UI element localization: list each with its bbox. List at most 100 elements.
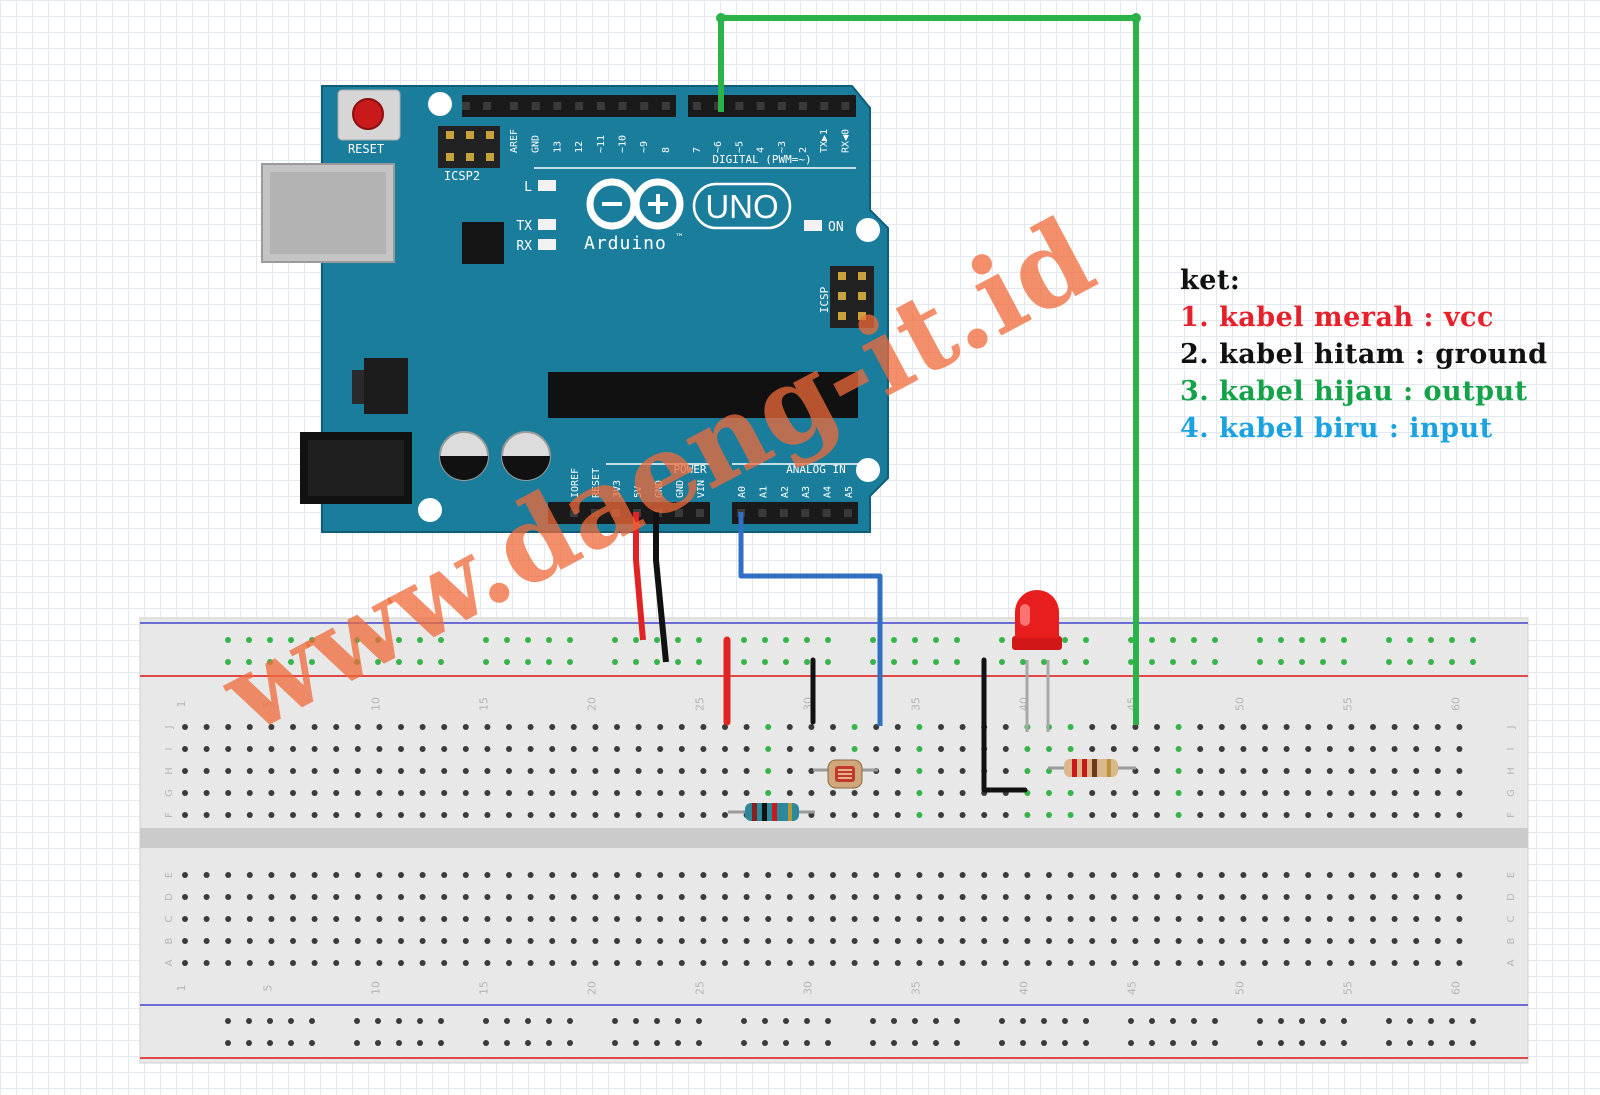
breadboard-hole <box>808 768 815 774</box>
breadboard-hole <box>1326 790 1333 796</box>
breadboard-hole <box>1434 916 1441 922</box>
column-number: 50 <box>1233 981 1246 995</box>
breadboard-hole <box>1089 724 1096 730</box>
breadboard-hole <box>1024 768 1031 774</box>
rail-hole <box>1407 637 1413 643</box>
rail-hole <box>933 637 939 643</box>
breadboard-hole <box>484 724 491 730</box>
rail-hole <box>267 1018 273 1024</box>
breadboard-hole <box>419 790 426 796</box>
power-label: POWER <box>673 463 706 476</box>
breadboard-hole <box>1175 960 1182 966</box>
rail-hole <box>825 659 831 665</box>
breadboard-hole <box>1089 812 1096 818</box>
breadboard-hole <box>938 790 944 796</box>
breadboard-hole <box>916 916 923 922</box>
breadboard-hole <box>549 790 556 796</box>
pin-label: A3 <box>801 486 812 498</box>
column-number: 40 <box>1017 981 1030 995</box>
breadboard-hole <box>419 938 426 944</box>
breadboard-hole <box>290 746 296 752</box>
breadboard-hole <box>1154 790 1160 796</box>
breadboard-hole <box>786 894 793 900</box>
breadboard-hole <box>376 812 383 818</box>
breadboard-hole <box>1370 894 1376 900</box>
rail-hole <box>417 1040 423 1046</box>
rail-hole <box>1212 637 1218 643</box>
breadboard-hole <box>549 872 556 878</box>
breadboard-hole <box>484 894 491 900</box>
breadboard-hole <box>398 790 404 796</box>
breadboard-hole <box>376 746 383 752</box>
led-ground-wire <box>981 657 1028 793</box>
breadboard-hole <box>938 746 944 752</box>
breadboard-hole <box>182 894 188 900</box>
breadboard-hole <box>1024 960 1031 966</box>
breadboard-hole <box>225 960 232 966</box>
breadboard-hole <box>570 960 577 966</box>
breadboard-hole <box>203 812 210 818</box>
breadboard-hole <box>1154 768 1160 774</box>
breadboard-hole <box>354 724 361 730</box>
breadboard-hole <box>592 790 599 796</box>
column-number: 35 <box>909 697 922 711</box>
breadboard-hole <box>981 960 988 966</box>
breadboard-hole <box>1024 938 1031 944</box>
rail-hole <box>1320 1018 1326 1024</box>
uno-badge <box>692 182 792 230</box>
breadboard-hole <box>1240 812 1247 818</box>
pin-label: A4 <box>823 486 834 498</box>
breadboard-hole <box>1326 960 1333 966</box>
breadboard-hole <box>700 916 707 922</box>
breadboard-hole <box>462 872 469 878</box>
rail-hole <box>1149 1018 1155 1024</box>
breadboard-hole <box>225 872 232 878</box>
breadboard-hole <box>570 938 577 944</box>
breadboard-hole <box>1456 916 1463 922</box>
rail-hole <box>483 1040 489 1046</box>
breadboard-hole <box>333 872 340 878</box>
row-letter: H <box>1506 767 1517 775</box>
breadboard-hole <box>635 746 642 752</box>
breadboard-hole <box>1456 724 1463 730</box>
rail-hole <box>525 659 531 665</box>
breadboard-hole <box>1434 812 1441 818</box>
rail-hole <box>246 659 252 665</box>
breadboard-hole <box>1326 916 1333 922</box>
breadboard-hole <box>1283 960 1290 966</box>
breadboard-hole <box>570 916 577 922</box>
breadboard-hole <box>506 768 512 774</box>
breadboard-hole <box>786 916 793 922</box>
reset-button[interactable] <box>352 98 384 130</box>
breadboard-hole <box>419 916 426 922</box>
rail-hole <box>1128 1018 1134 1024</box>
red-led <box>1012 590 1062 732</box>
breadboard-hole <box>851 894 858 900</box>
header-socket <box>693 102 701 110</box>
breadboard-hole <box>1413 724 1420 730</box>
rail-hole <box>1299 1040 1305 1046</box>
column-number: 55 <box>1341 697 1354 711</box>
breadboard-hole <box>246 746 253 752</box>
breadboard-hole <box>1218 768 1225 774</box>
breadboard-hole <box>1434 872 1441 878</box>
breadboard-hole <box>894 812 901 818</box>
breadboard-hole <box>894 872 901 878</box>
led-on-label: ON <box>828 220 844 235</box>
rail-hole <box>762 1040 768 1046</box>
breadboard-hole <box>635 938 642 944</box>
breadboard-hole <box>1197 938 1204 944</box>
breadboard-hole <box>614 768 620 774</box>
breadboard-hole <box>268 724 275 730</box>
breadboard-hole <box>1132 960 1139 966</box>
pin-label: 2 <box>798 147 809 153</box>
breadboard-hole <box>678 790 685 796</box>
breadboard-hole <box>1370 916 1376 922</box>
rail-hole <box>1341 659 1347 665</box>
breadboard-hole <box>1348 938 1355 944</box>
rail-hole <box>1428 1018 1434 1024</box>
rail-hole <box>1449 637 1455 643</box>
breadboard-hole <box>549 746 556 752</box>
rail-hole <box>891 659 897 665</box>
